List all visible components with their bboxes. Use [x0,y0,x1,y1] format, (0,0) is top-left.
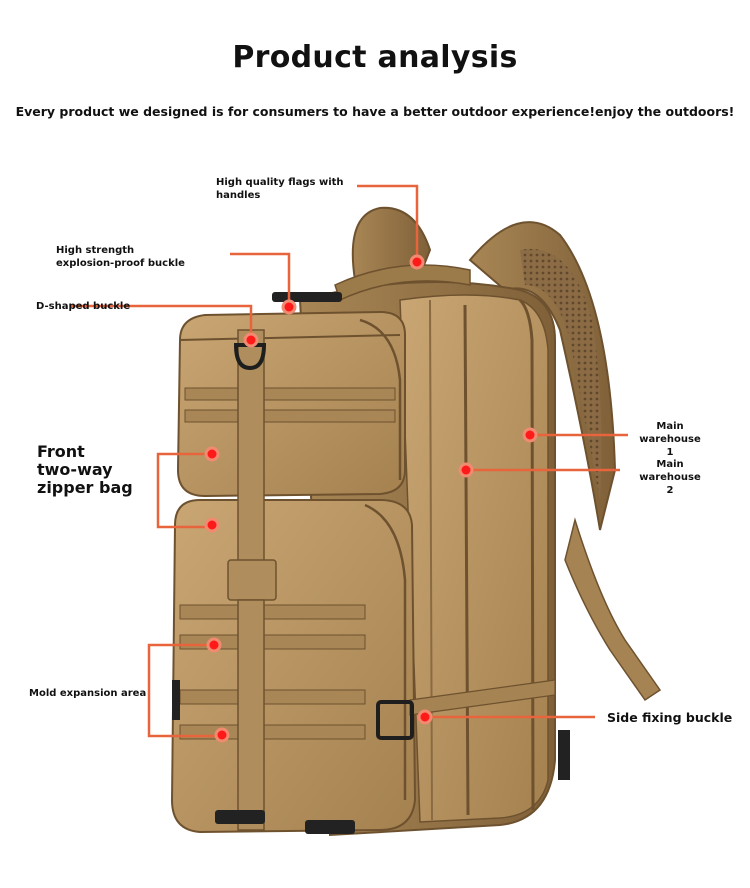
d-ring-icon [233,343,267,371]
label-front-line2: two-way [37,460,113,479]
front-lower-pouch [170,499,417,834]
marker-front-upper [204,446,220,462]
marker-front-lower [204,517,220,533]
label-flags-handles: High quality flags with handles [216,177,344,201]
label-main1-line1: Main [656,421,684,432]
marker-main-2 [458,462,474,478]
marker-mold-top [206,637,222,653]
label-main2-line2: warehouse 2 [639,472,701,496]
label-front-line1: Front [37,442,85,461]
label-mold-expansion: Mold expansion area [29,688,147,699]
callout-markers [204,254,538,743]
bottom-buckle-right [305,820,355,834]
marker-mold-bottom [214,727,230,743]
bottom-buckle-left [215,810,265,824]
marker-d-buckle [243,332,259,348]
front-upper-pouch [176,310,406,498]
label-d-buckle: D-shaped buckle [36,301,131,312]
label-explosion-buckle-line1: High strength [56,245,135,256]
label-front-zipper-bag: Front two-way zipper bag [37,443,133,497]
label-main2-line1: Main [656,459,684,470]
marker-flags-handles [409,254,425,270]
label-front-line3: zipper bag [37,478,133,497]
label-main-warehouse-2: Main warehouse 2 [638,458,702,497]
label-explosion-buckle: High strength explosion-proof buckle [56,244,185,270]
side-strap [376,679,556,740]
center-strap [227,329,277,831]
callout-lines [70,184,628,738]
label-side-fixing-buckle: Side fixing buckle [607,710,733,725]
page-subtitle: Every product we designed is for consume… [15,104,735,119]
marker-side-buckle [417,709,433,725]
label-explosion-buckle-line2: explosion-proof buckle [56,258,185,269]
label-main-warehouse-1: Main warehouse 1 [638,420,702,459]
label-main1-line2: warehouse 1 [639,434,701,458]
marker-explosion-buckle [281,299,297,315]
marker-main-1 [522,427,538,443]
page-title: Product analysis [232,40,518,75]
